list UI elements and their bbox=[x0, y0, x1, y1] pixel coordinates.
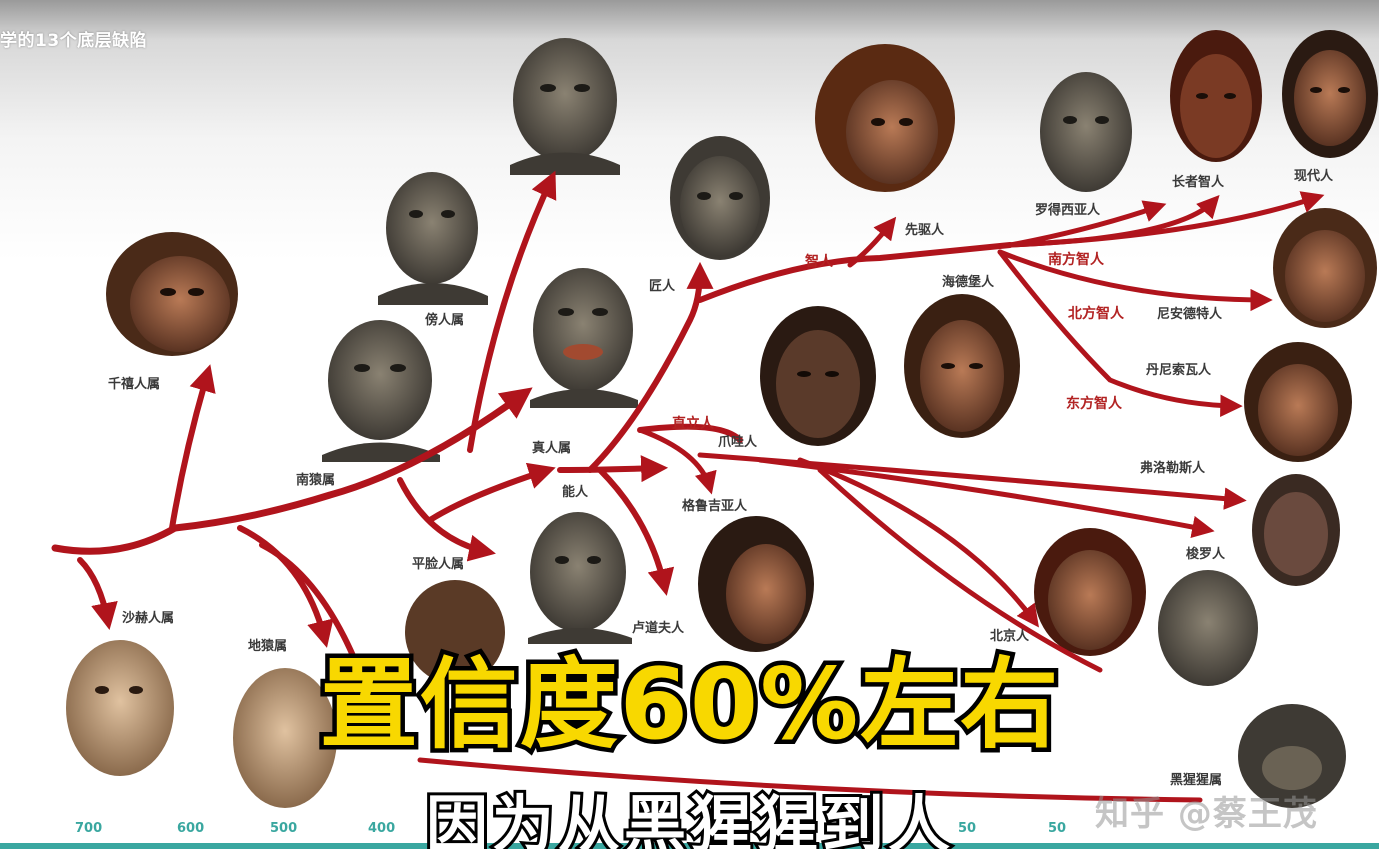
face-dannisuo bbox=[1244, 342, 1352, 462]
axis-tick-400: 400 bbox=[368, 821, 395, 836]
label-heixingxing: 黑猩猩属 bbox=[1170, 772, 1222, 788]
time-axis: 700 600 500 400 50 50 bbox=[75, 821, 1066, 836]
caption-sub: 因为从黑猩猩到人 bbox=[423, 785, 954, 849]
label-dongfang: 东方智人 bbox=[1066, 395, 1123, 412]
face-suoluo bbox=[1158, 570, 1258, 686]
node-labels: 千禧人属 沙赫人属 地猿属 南猿属 傍人属 平脸人属 真人属 能人 匠人 直立人… bbox=[108, 168, 1334, 788]
face-beijing bbox=[1034, 528, 1146, 656]
axis-tick-700: 700 bbox=[75, 821, 102, 836]
face-haide bbox=[904, 294, 1020, 438]
label-gelu: 格鲁吉亚人 bbox=[682, 498, 748, 514]
face-pinglian bbox=[405, 580, 505, 684]
label-suoluo: 梭罗人 bbox=[1186, 546, 1226, 562]
label-zhili: 直立人 bbox=[672, 415, 715, 432]
face-ape-top bbox=[510, 38, 620, 175]
axis-tick-500: 500 bbox=[270, 821, 297, 836]
face-neng bbox=[528, 512, 632, 644]
label-ludao: 卢道夫人 bbox=[632, 620, 685, 636]
axis-tick-50-b: 50 bbox=[1048, 821, 1066, 836]
face-qianxi bbox=[106, 232, 238, 356]
face-sahe bbox=[66, 640, 174, 776]
label-sahe: 沙赫人属 bbox=[122, 610, 174, 626]
label-niande: 尼安德特人 bbox=[1157, 306, 1223, 322]
face-jiang bbox=[670, 136, 770, 260]
face-ape-mid bbox=[530, 268, 638, 408]
label-ciren: 傍人属 bbox=[425, 312, 464, 328]
label-fuluo: 弗洛勒斯人 bbox=[1140, 460, 1206, 476]
face-heixingxing bbox=[1238, 704, 1346, 808]
face-portraits bbox=[66, 30, 1378, 808]
label-haide: 海德堡人 bbox=[942, 274, 995, 290]
face-ludao bbox=[698, 516, 814, 652]
label-dannisuo: 丹尼索瓦人 bbox=[1146, 362, 1212, 378]
face-nanyuan bbox=[322, 320, 440, 462]
watermark: 知乎 @蔡王茂 bbox=[1095, 794, 1318, 834]
label-pinglian: 平脸人属 bbox=[412, 556, 464, 572]
face-ciren bbox=[378, 172, 488, 305]
label-zhi: 智人 bbox=[804, 253, 834, 270]
axis-line bbox=[0, 843, 1379, 849]
face-luode bbox=[1040, 72, 1132, 192]
branches bbox=[51, 170, 1325, 803]
axis-tick-600: 600 bbox=[177, 821, 204, 836]
label-beifang: 北方智人 bbox=[1068, 305, 1125, 322]
face-zhao bbox=[760, 306, 876, 446]
label-beijing: 北京人 bbox=[990, 628, 1030, 644]
axis-tick-50-a: 50 bbox=[958, 821, 976, 836]
label-jiang: 匠人 bbox=[649, 278, 676, 294]
face-xianqu bbox=[815, 44, 955, 192]
label-zhenren: 真人属 bbox=[532, 440, 571, 456]
face-fuluo bbox=[1252, 474, 1340, 586]
label-neng: 能人 bbox=[562, 484, 589, 500]
label-xianqu: 先驱人 bbox=[905, 222, 945, 238]
video-title: 学的13个底层缺陷 bbox=[0, 31, 148, 51]
label-luode: 罗得西亚人 bbox=[1035, 202, 1101, 218]
label-xiandai: 现代人 bbox=[1294, 168, 1334, 184]
face-zhangzhe bbox=[1170, 30, 1262, 162]
caption-main: 置信度60%左右 bbox=[315, 646, 1063, 765]
label-qianxi: 千禧人属 bbox=[108, 376, 160, 392]
label-zhangzhe: 长者智人 bbox=[1172, 174, 1225, 190]
face-diyuan bbox=[233, 668, 337, 808]
label-nanyuan: 南猿属 bbox=[296, 472, 335, 488]
face-xiandai bbox=[1282, 30, 1378, 158]
label-zhao: 爪哇人 bbox=[718, 434, 758, 450]
label-nanfang: 南方智人 bbox=[1048, 251, 1105, 268]
face-niande bbox=[1273, 208, 1377, 328]
label-diyuan: 地猿属 bbox=[248, 638, 287, 654]
